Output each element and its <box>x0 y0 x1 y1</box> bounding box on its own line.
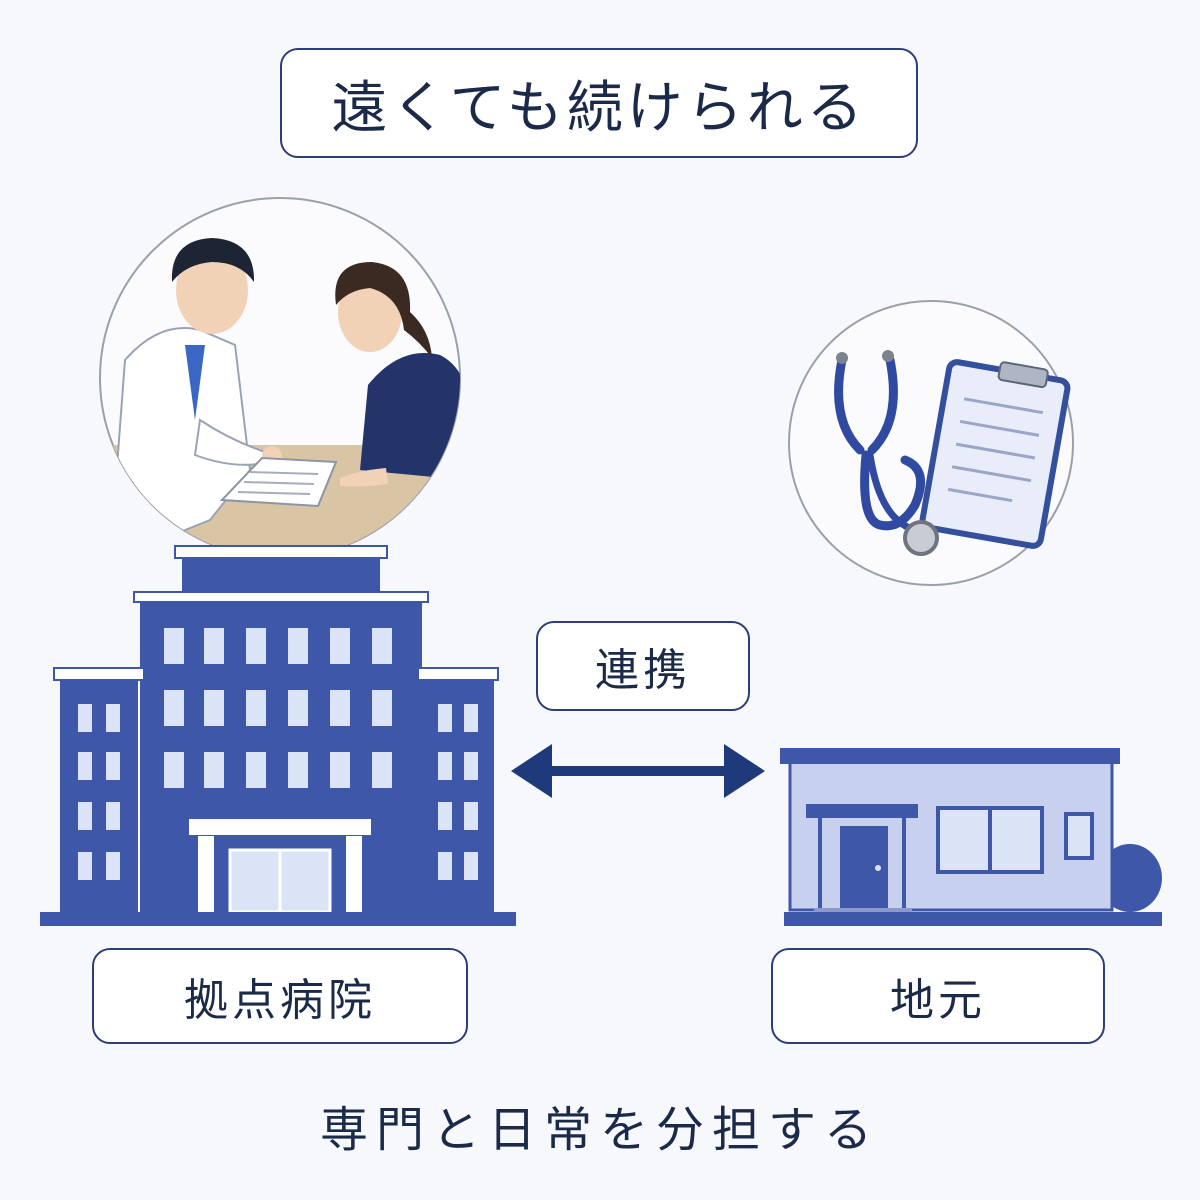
stethoscope-icon <box>834 350 939 556</box>
double-arrow-icon <box>511 744 765 798</box>
equipment-illustration <box>788 300 1074 586</box>
base-hospital-label-box: 拠点病院 <box>92 948 468 1044</box>
doctor-nurse-consultation-illustration <box>99 197 461 559</box>
clipboard-icon <box>919 359 1071 549</box>
clinic-building-icon <box>780 748 1162 926</box>
title-box: 遠くても続けられる <box>280 48 918 158</box>
hospital-building-icon <box>40 545 516 926</box>
link-label-box: 連携 <box>536 621 750 711</box>
caption: 専門と日常を分担する <box>319 1102 880 1158</box>
local-label-box: 地元 <box>771 948 1105 1044</box>
